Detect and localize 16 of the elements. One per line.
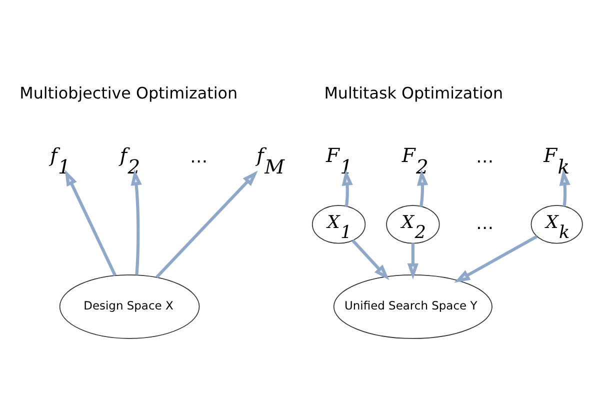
arrow	[130, 169, 142, 275]
arrow	[407, 243, 419, 280]
arrow	[156, 170, 258, 278]
label: …	[476, 214, 494, 234]
arrow	[352, 239, 390, 280]
arrow	[342, 170, 353, 207]
node-ellipse: Design Space X	[59, 274, 200, 339]
label: Multitask Optimization	[324, 83, 504, 102]
arrow	[454, 235, 538, 283]
node-ellipse: Unified Search Space Y	[333, 274, 492, 339]
label: …	[476, 147, 494, 168]
label: Multiobjective Optimization	[20, 83, 238, 102]
arrow	[559, 170, 570, 206]
arrow	[416, 170, 428, 207]
arrow	[65, 170, 117, 276]
label: …	[190, 147, 208, 168]
